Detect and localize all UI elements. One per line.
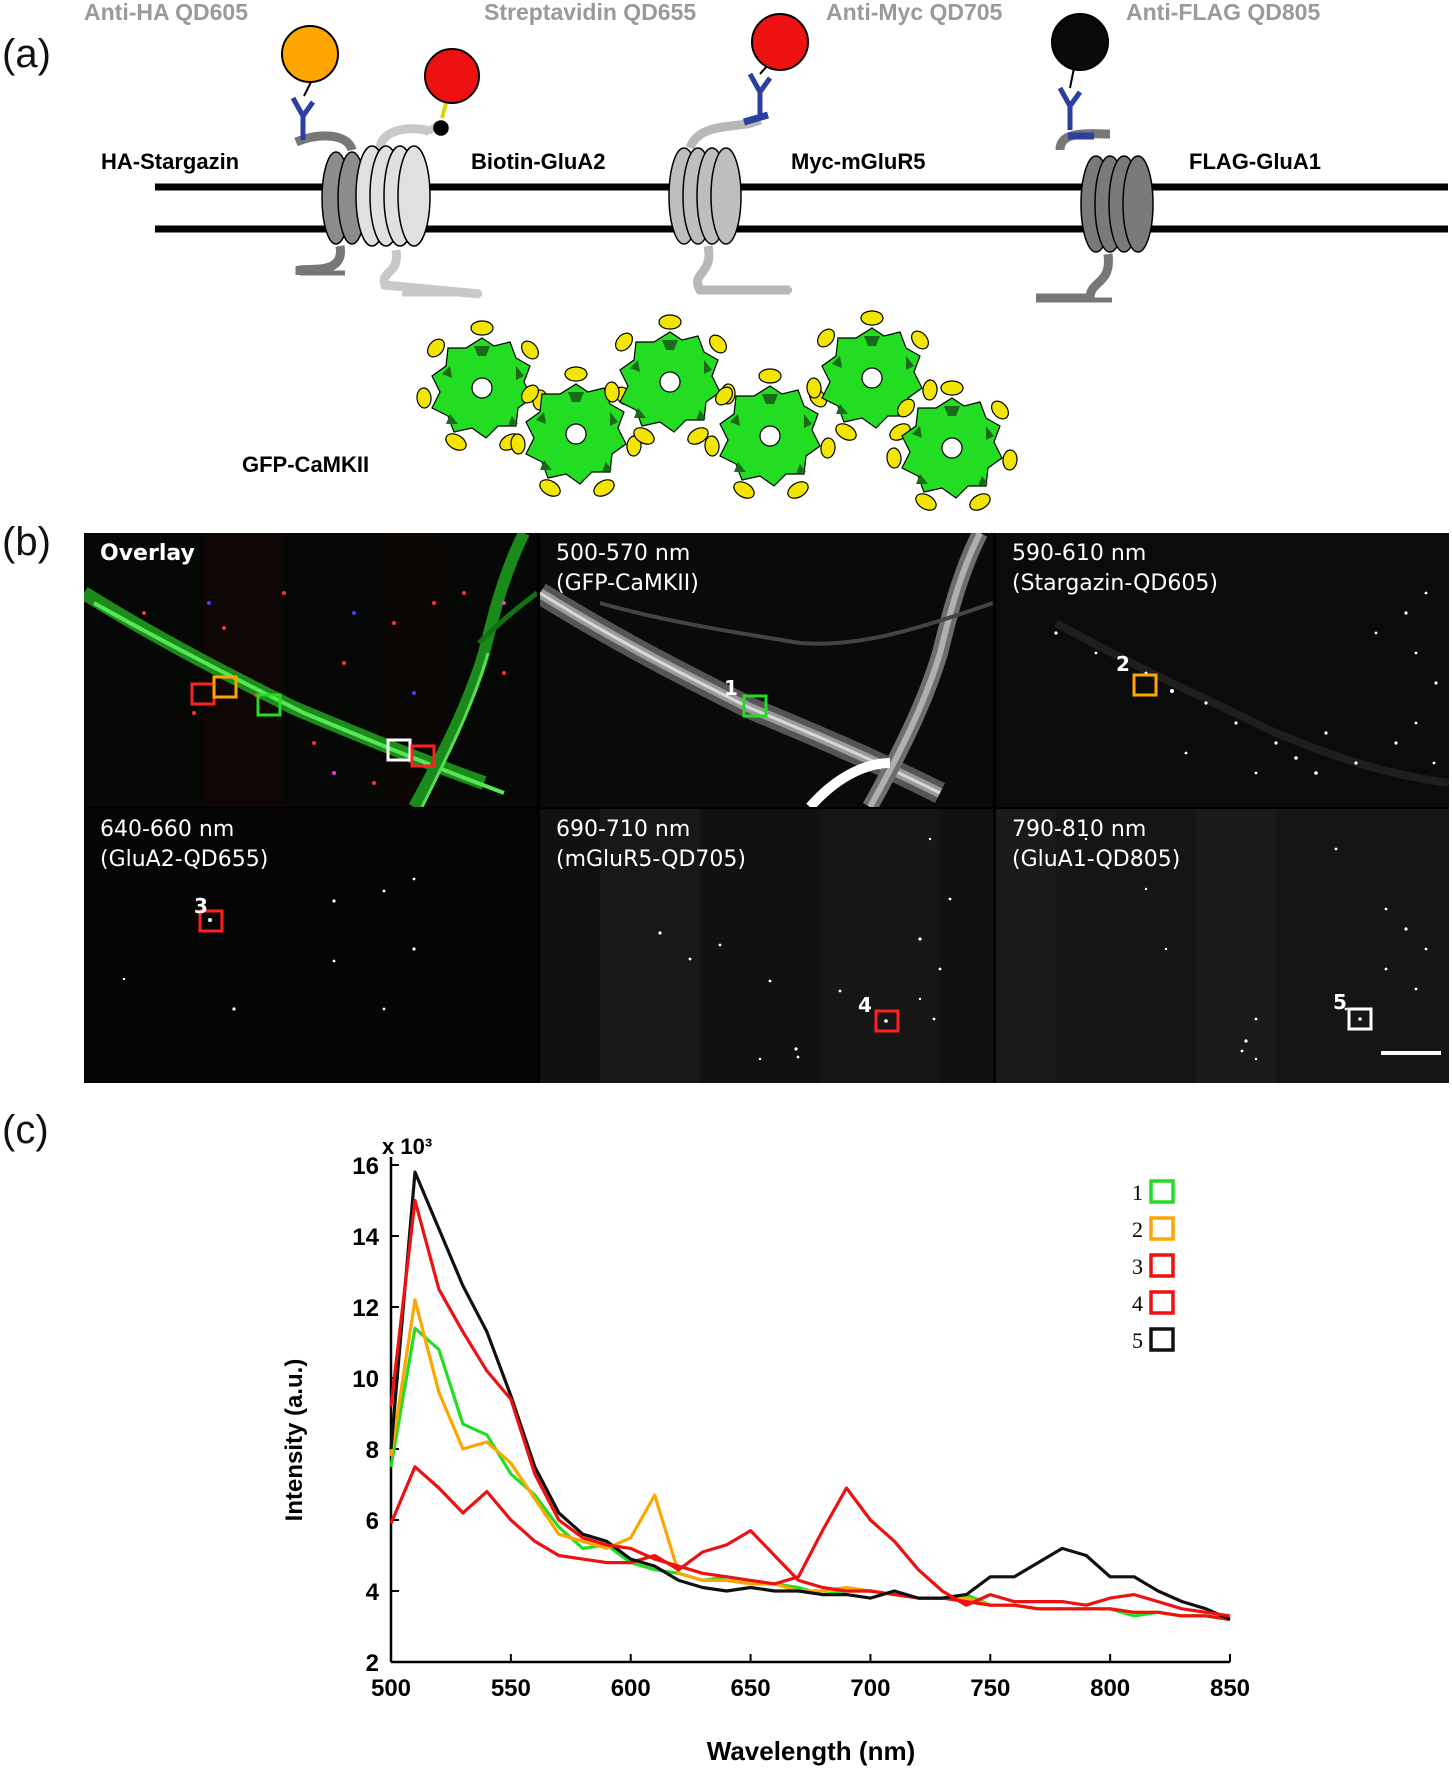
panel-b-letter: (b) <box>2 520 51 564</box>
stargazin-protein <box>294 131 367 276</box>
panel-a-diagram: (a) <box>0 0 1452 520</box>
tile-qd705: 690-710 nm (mGluR5-QD705) 4 <box>540 809 993 1083</box>
roi-box-overlay-1 <box>256 693 282 717</box>
y-tick-label: 6 <box>366 1508 379 1535</box>
legend-swatch-4 <box>1149 1290 1175 1315</box>
x-tick-label: 550 <box>491 1675 531 1702</box>
panel-a-letter: (a) <box>2 32 51 76</box>
receptor-label-glua2: Biotin-GluA2 <box>471 149 605 174</box>
series-line-3 <box>389 1465 1231 1621</box>
tile-overlay: Overlay <box>84 533 537 807</box>
y-tick-label: 2 <box>366 1650 379 1677</box>
x-tick-label: 600 <box>611 1675 651 1702</box>
legend-label-3: 3 <box>1132 1254 1143 1279</box>
x-tick-label: 650 <box>731 1675 771 1702</box>
roi-number-3: 3 <box>194 894 208 918</box>
tile-gfp-line1: 500-570 nm <box>556 541 691 566</box>
roi-number-5: 5 <box>1333 990 1347 1014</box>
qd605-dot <box>281 25 339 83</box>
tile-qd605-line2: (Stargazin-QD605) <box>1012 571 1218 596</box>
receptor-diagram: Anti-HA QD605 Streptavidin QD655 Anti-My… <box>84 0 1448 515</box>
series-line-5 <box>389 1170 1231 1621</box>
tile-qd705-line2: (mGluR5-QD705) <box>556 847 746 872</box>
legend-swatch-1 <box>1149 1179 1175 1204</box>
receptor-label-mglur5: Myc-mGluR5 <box>791 149 925 174</box>
qd805-dot <box>1051 13 1109 71</box>
receptor-label-stargazin: HA-Stargazin <box>101 149 239 174</box>
tile-overlay-label: Overlay <box>100 541 195 566</box>
qd655-dot <box>424 48 480 104</box>
tile-qd605: 590-610 nm (Stargazin-QD605) 2 <box>996 533 1449 807</box>
y-multiplier-label: x 10³ <box>382 1134 432 1159</box>
qd-label-605: Anti-HA QD605 <box>84 0 248 25</box>
legend-swatch-5 <box>1149 1327 1175 1352</box>
legend-swatch-2 <box>1149 1216 1175 1241</box>
tile-gfp-line2: (GFP-CaMKII) <box>556 571 699 596</box>
tile-qd655-line2: (GluA2-QD655) <box>100 847 269 872</box>
roi-number-2: 2 <box>1116 652 1130 676</box>
glua2-protein <box>355 95 482 299</box>
tile-qd805-line1: 790-810 nm <box>1012 817 1147 842</box>
tile-qd655-line1: 640-660 nm <box>100 817 235 842</box>
panel-b-micrographs: Overlay 500-570 nm (GFP-CaMKII) 1 <box>84 533 1449 1083</box>
x-tick-label: 800 <box>1090 1675 1130 1702</box>
tile-qd655: 640-660 nm (GluA2-QD655) 3 <box>84 809 537 1083</box>
mglur5-protein <box>668 111 792 295</box>
y-tick-label: 4 <box>366 1579 380 1606</box>
qd705-dot <box>751 13 809 71</box>
tile-qd705-line1: 690-710 nm <box>556 817 691 842</box>
x-tick-label: 500 <box>371 1675 411 1702</box>
y-axis-title: Intensity (a.u.) <box>281 1359 308 1522</box>
roi-box-qd655-3 <box>198 909 224 933</box>
y-tick-label: 10 <box>352 1366 379 1393</box>
tile-qd805: 790-810 nm (GluA1-QD805) 5 <box>996 809 1449 1083</box>
legend-label-4: 4 <box>1132 1291 1143 1316</box>
roi-box-qd605-2 <box>1132 673 1158 697</box>
roi-number-4: 4 <box>858 993 872 1017</box>
x-axis-title: Wavelength (nm) <box>707 1736 915 1766</box>
roi-box-gfp-1 <box>742 694 768 718</box>
roi-box-qd705-4 <box>874 1009 900 1033</box>
y-tick-label: 16 <box>352 1153 379 1180</box>
legend-label-5: 5 <box>1132 1328 1143 1353</box>
y-tick-label: 14 <box>352 1224 379 1251</box>
camkii-cluster <box>415 310 1019 515</box>
series-line-4 <box>389 1198 1231 1618</box>
x-tick-label: 750 <box>970 1675 1010 1702</box>
panel-c-letter: (c) <box>2 1108 49 1152</box>
receptor-label-glua1: FLAG-GluA1 <box>1189 149 1321 174</box>
glua1-protein <box>1036 129 1154 303</box>
legend-swatch-3 <box>1149 1253 1175 1278</box>
tile-qd605-line1: 590-610 nm <box>1012 541 1147 566</box>
y-tick-label: 8 <box>366 1437 379 1464</box>
roi-box-overlay-2 <box>212 675 238 699</box>
roi-box-qd805-5 <box>1347 1007 1373 1031</box>
roi-number-1: 1 <box>724 676 738 700</box>
roi-box-overlay-5 <box>386 738 412 762</box>
y-tick-label: 12 <box>352 1295 379 1322</box>
legend-label-2: 2 <box>1132 1217 1143 1242</box>
camkii-label: GFP-CaMKII <box>242 452 369 477</box>
qd-label-805: Anti-FLAG QD805 <box>1126 0 1320 25</box>
qd-label-705: Anti-Myc QD705 <box>826 0 1003 25</box>
roi-box-overlay-4 <box>410 744 436 768</box>
x-tick-label: 850 <box>1210 1675 1250 1702</box>
tile-gfp: 500-570 nm (GFP-CaMKII) 1 <box>540 533 993 807</box>
tile-qd805-line2: (GluA1-QD805) <box>1012 847 1181 872</box>
x-tick-label: 700 <box>850 1675 890 1702</box>
qd-label-655: Streptavidin QD655 <box>484 0 696 25</box>
legend-label-1: 1 <box>1132 1180 1143 1205</box>
